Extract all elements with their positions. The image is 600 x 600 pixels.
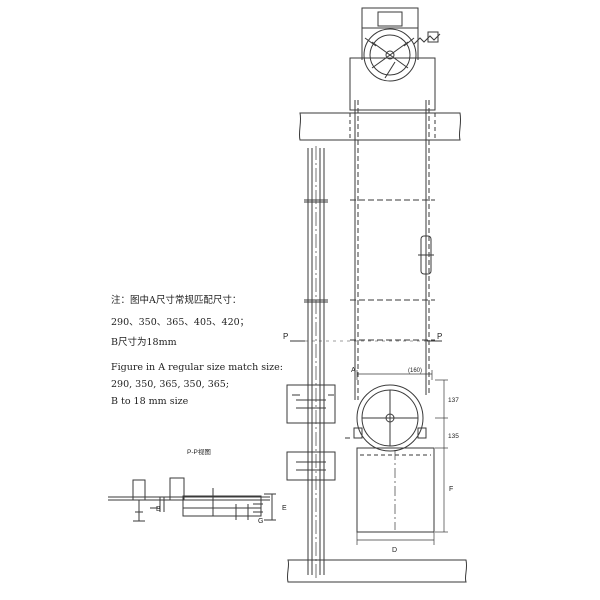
section-mark-right: P [437,332,442,341]
dimension-lines [356,370,448,545]
dim-label-e: E [282,505,287,512]
section-view-title: P-P视图 [187,447,211,456]
tension-wheel [345,384,427,452]
dim-label-g: G [258,518,263,525]
note-cn-line-2: 290、350、365、405、420； [111,317,250,328]
dim-label-d: D [392,547,397,554]
section-view-detail [108,477,276,522]
ceiling-slab [298,112,462,141]
governor-frame [361,7,419,60]
rail-bracket-lower [286,451,336,481]
governor-tension-spring [413,31,441,45]
rope-turnbuckle [418,228,434,275]
governor-wheel [363,28,417,82]
note-cn-line-3: B尺寸为18mm [111,337,177,348]
governor-rope [350,100,435,400]
dim-label-135: 135 [448,433,459,440]
dim-label-160: (160) [408,368,422,374]
note-cn-line-1: 注：图中A尺寸常规匹配尺寸： [111,295,242,306]
note-en-line-1: Figure in A regular size match size: [111,362,283,373]
dim-label-a: A [351,367,356,374]
guide-rail [304,146,328,580]
dim-label-f: F [449,486,453,493]
pit-floor [286,559,468,583]
section-mark-left: P [283,332,288,341]
note-en-line-2: 290, 350, 365, 350, 365; [111,379,230,390]
note-en-line-3: B to 18 mm size [111,396,189,407]
dim-label-137: 137 [448,397,459,404]
counterweight-box [356,447,435,533]
dim-label-b: B [156,506,161,513]
rail-bracket-upper [286,384,336,424]
